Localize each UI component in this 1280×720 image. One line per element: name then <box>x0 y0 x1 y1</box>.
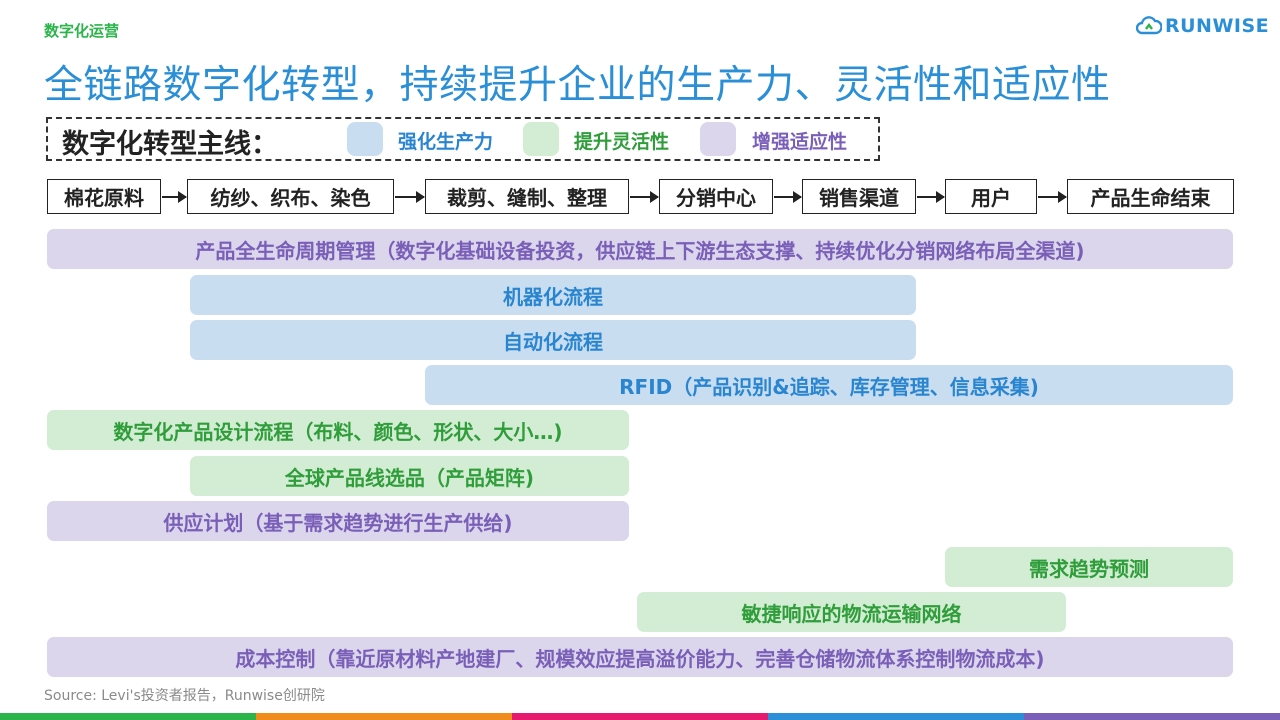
arrow-5 <box>917 191 945 203</box>
section-tag: 数字化运营 <box>44 22 120 40</box>
bar-global-product-selection: 全球产品线选品（产品矩阵) <box>190 456 629 496</box>
stage-distribution: 分销中心 <box>659 179 773 214</box>
bar-supply-planning: 供应计划（基于需求趋势进行生产供给) <box>47 501 629 541</box>
legend-box <box>46 117 880 161</box>
cloud-logo-icon <box>1136 16 1162 35</box>
arrow-2 <box>395 191 425 203</box>
legend-label-adaptability: 增强适应性 <box>752 131 848 153</box>
legend-label-flexibility: 提升灵活性 <box>574 131 670 153</box>
legend-swatch-adaptability <box>700 122 736 156</box>
bar-digital-design: 数字化产品设计流程（布料、颜色、形状、大小…) <box>47 410 629 450</box>
bar-automated-process: 自动化流程 <box>190 320 916 360</box>
bar-mechanized-process: 机器化流程 <box>190 275 916 315</box>
stage-spinning: 纺纱、织布、染色 <box>187 179 394 214</box>
footer-stripe-pink <box>512 713 768 720</box>
arrow-6 <box>1038 191 1067 203</box>
stage-cotton: 棉花原料 <box>47 179 161 214</box>
stage-sales-channel: 销售渠道 <box>802 179 916 214</box>
runwise-logo: RUNWISE <box>1136 12 1269 40</box>
page-title: 全链路数字化转型，持续提升企业的生产力、灵活性和适应性 <box>44 63 1111 108</box>
footer-stripe-blue <box>768 713 1024 720</box>
legend-label-productivity: 强化生产力 <box>398 131 494 153</box>
footer-stripe <box>0 713 1280 720</box>
legend-swatch-productivity <box>347 122 383 156</box>
source-note: Source: Levi's投资者报告，Runwise创研院 <box>44 688 325 704</box>
arrow-4 <box>774 191 802 203</box>
legend-title: 数字化转型主线： <box>62 129 278 160</box>
stage-user: 用户 <box>945 179 1037 214</box>
footer-stripe-orange <box>256 713 512 720</box>
logo-text: RUNWISE <box>1165 15 1270 37</box>
footer-stripe-green <box>0 713 256 720</box>
arrow-1 <box>162 191 187 203</box>
bar-agile-logistics: 敏捷响应的物流运输网络 <box>637 592 1066 632</box>
arrow-3 <box>630 191 659 203</box>
legend-swatch-flexibility <box>523 122 559 156</box>
bar-lifecycle-management: 产品全生命周期管理（数字化基础设备投资，供应链上下游生态支撑、持续优化分销网络布… <box>47 229 1233 269</box>
stage-cutting: 裁剪、缝制、整理 <box>425 179 629 214</box>
bar-demand-forecast: 需求趋势预测 <box>945 547 1233 587</box>
footer-stripe-purple <box>1024 713 1280 720</box>
bar-rfid: RFID（产品识别&追踪、库存管理、信息采集) <box>425 365 1233 405</box>
bar-cost-control: 成本控制（靠近原材料产地建厂、规模效应提高溢价能力、完善仓储物流体系控制物流成本… <box>47 637 1233 677</box>
stage-end-of-life: 产品生命结束 <box>1067 179 1234 214</box>
